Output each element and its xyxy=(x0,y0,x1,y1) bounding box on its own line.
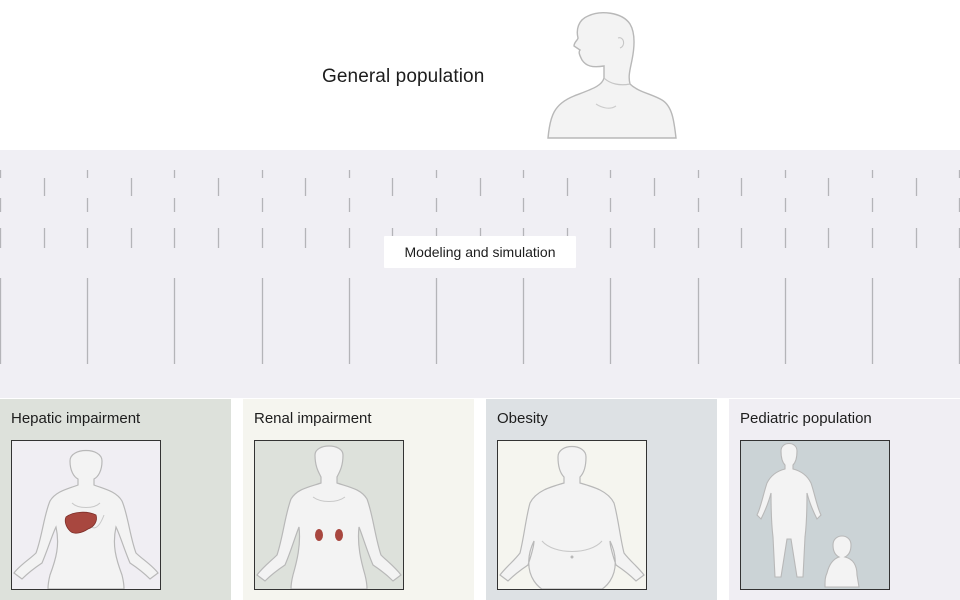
pediatric-figure-frame xyxy=(740,440,890,590)
panel-title-renal: Renal impairment xyxy=(254,410,372,427)
renal-figure-frame xyxy=(254,440,404,590)
panel-pediatric-population: Pediatric population xyxy=(729,399,960,600)
obesity-figure-frame xyxy=(497,440,647,590)
child-and-infant-icon xyxy=(756,442,860,588)
general-population-title: General population xyxy=(322,66,485,87)
right-kidney-icon xyxy=(335,529,343,541)
hepatic-figure-frame xyxy=(11,440,161,590)
liver-icon xyxy=(64,511,97,534)
male-body-icon xyxy=(256,445,402,589)
panel-hepatic-impairment: Hepatic impairment xyxy=(0,399,231,600)
modeling-simulation-label: Modeling and simulation xyxy=(384,236,576,268)
panel-renal-impairment: Renal impairment xyxy=(243,399,474,600)
female-body-icon xyxy=(13,449,159,589)
panel-title-obesity: Obesity xyxy=(497,410,548,427)
left-kidney-icon xyxy=(315,529,323,541)
modeling-simulation-band xyxy=(0,150,960,398)
panel-title-hepatic: Hepatic impairment xyxy=(11,410,141,427)
obese-body-icon xyxy=(499,445,645,589)
measurement-ticks xyxy=(0,170,960,364)
head-bust-icon xyxy=(540,8,690,145)
panel-title-pediatric: Pediatric population xyxy=(740,410,872,427)
panel-obesity: Obesity xyxy=(486,399,717,600)
